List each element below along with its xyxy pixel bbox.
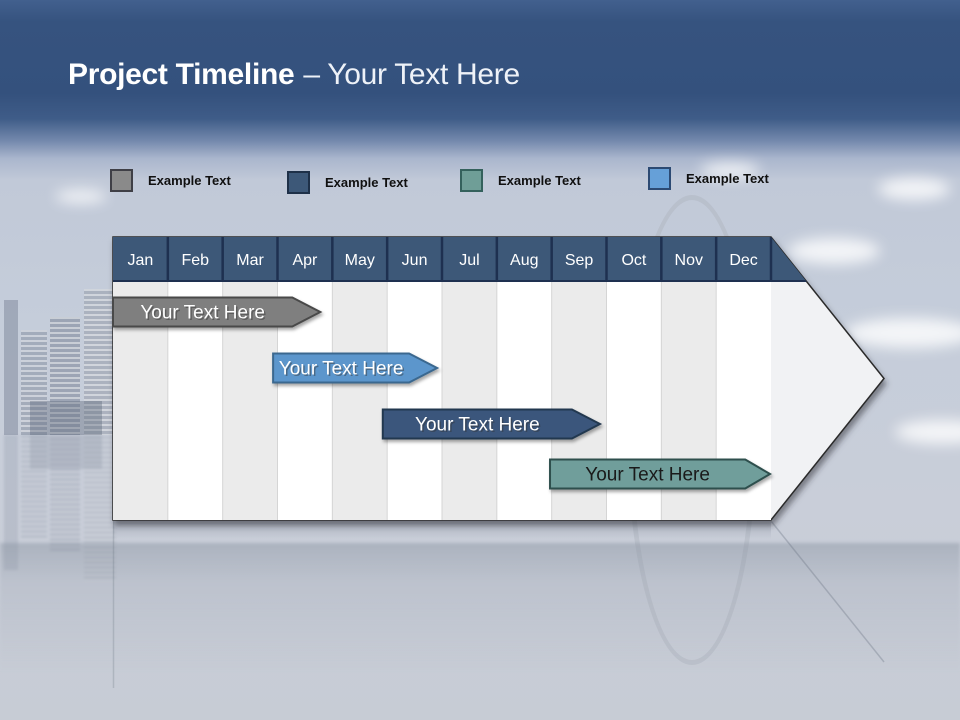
task-bar-label-shadow: Your Text Here xyxy=(142,304,267,325)
month-label: Feb xyxy=(181,252,209,269)
legend-item: Example Text xyxy=(648,166,769,190)
month-label: May xyxy=(345,252,375,269)
legend-label: Example Text xyxy=(148,172,231,188)
month-label: Oct xyxy=(621,252,646,269)
month-label: Dec xyxy=(729,252,757,269)
slide-title-sub: – Your Text Here xyxy=(303,58,520,91)
task-bar xyxy=(112,296,323,328)
legend-swatch xyxy=(460,168,483,192)
legend-label: Example Text xyxy=(325,174,408,190)
task-bar-label-shadow: Your Text Here xyxy=(280,360,405,381)
task-bar xyxy=(549,458,772,490)
legend-swatch xyxy=(648,166,671,190)
month-label: Aug xyxy=(510,252,538,269)
legend-label: Example Text xyxy=(498,172,581,188)
legend-item: Example Text xyxy=(287,170,408,194)
timeline-column xyxy=(387,281,442,520)
month-label: Jan xyxy=(128,252,154,269)
task-bar-label: Your Text Here xyxy=(585,465,710,486)
month-label: Mar xyxy=(236,252,264,269)
month-header-band xyxy=(113,237,884,281)
task-bar-label: Your Text Here xyxy=(279,359,404,380)
legend-item: Example Text xyxy=(110,168,231,192)
legend-swatch xyxy=(110,168,133,192)
month-label: Nov xyxy=(675,252,703,269)
legend-swatch xyxy=(287,170,310,194)
arrowhead-reflection-line xyxy=(770,520,885,663)
task-bar-label-shadow: Your Text Here xyxy=(417,416,542,437)
month-label: Sep xyxy=(565,252,594,269)
legend-item: Example Text xyxy=(460,168,581,192)
legend-label: Example Text xyxy=(686,170,769,186)
month-label: Apr xyxy=(292,252,318,269)
task-bar-label: Your Text Here xyxy=(415,415,540,436)
slide-title-main: Project Timeline xyxy=(68,58,295,91)
timeline-column xyxy=(496,281,552,520)
task-bar xyxy=(272,352,440,384)
month-label: Jun xyxy=(402,252,428,269)
arrow-reflection-band xyxy=(113,521,771,539)
timeline-column xyxy=(442,281,497,520)
slide-title: Project Timeline– Your Text Here xyxy=(68,58,520,92)
timeline-column xyxy=(332,281,388,520)
month-label: Jul xyxy=(459,252,479,269)
task-bar-label: Your Text Here xyxy=(140,303,265,324)
task-bar xyxy=(381,408,603,440)
